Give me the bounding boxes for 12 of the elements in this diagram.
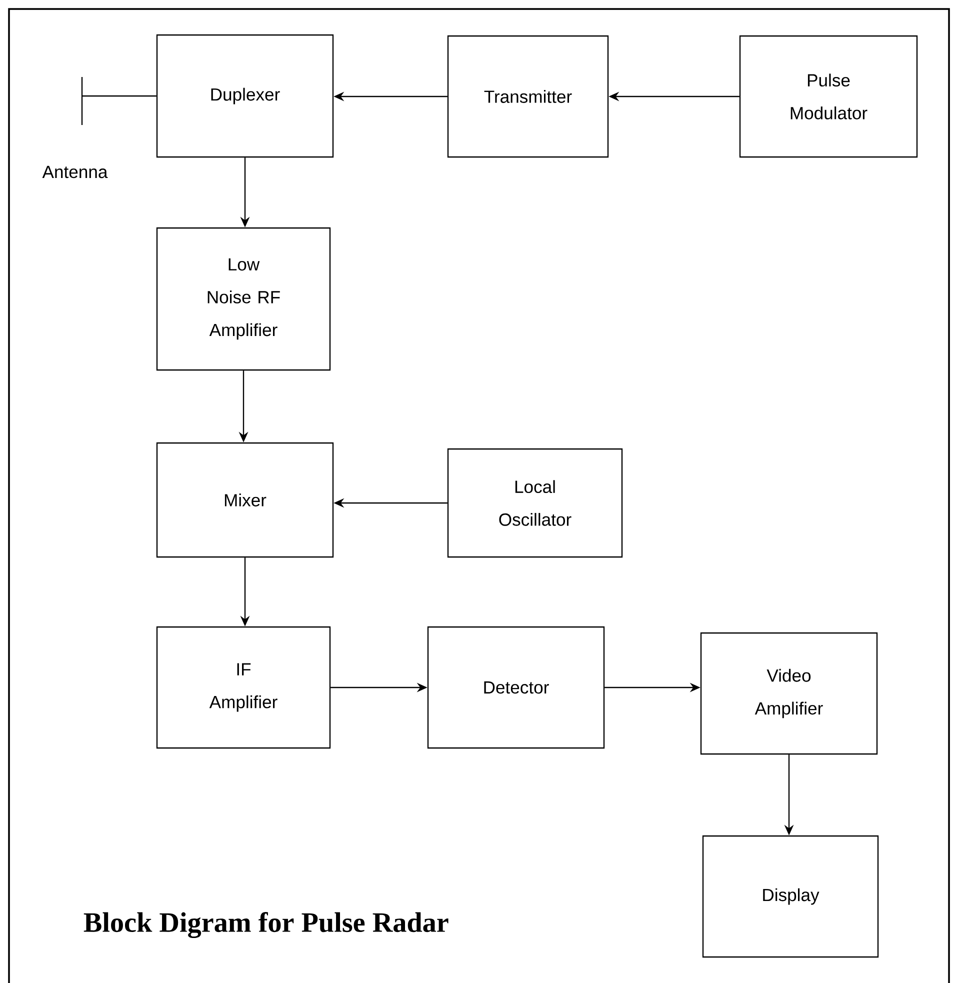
block-box: Pulse Modulator xyxy=(739,35,918,158)
block-box: Mixer xyxy=(156,442,334,558)
block-box: Local Oscillator xyxy=(447,448,623,558)
block-box: IF Amplifier xyxy=(156,626,331,749)
block-box: Display xyxy=(702,835,879,958)
block-box: Low Noise RF Amplifier xyxy=(156,227,331,371)
block-box: Transmitter xyxy=(447,35,609,158)
block-box: Detector xyxy=(427,626,605,749)
diagram-title: Block Digram for Pulse Radar xyxy=(84,912,448,938)
antenna-label: Antenna xyxy=(42,166,108,178)
block-box: Video Amplifier xyxy=(700,632,878,755)
block-box: Duplexer xyxy=(156,34,334,158)
